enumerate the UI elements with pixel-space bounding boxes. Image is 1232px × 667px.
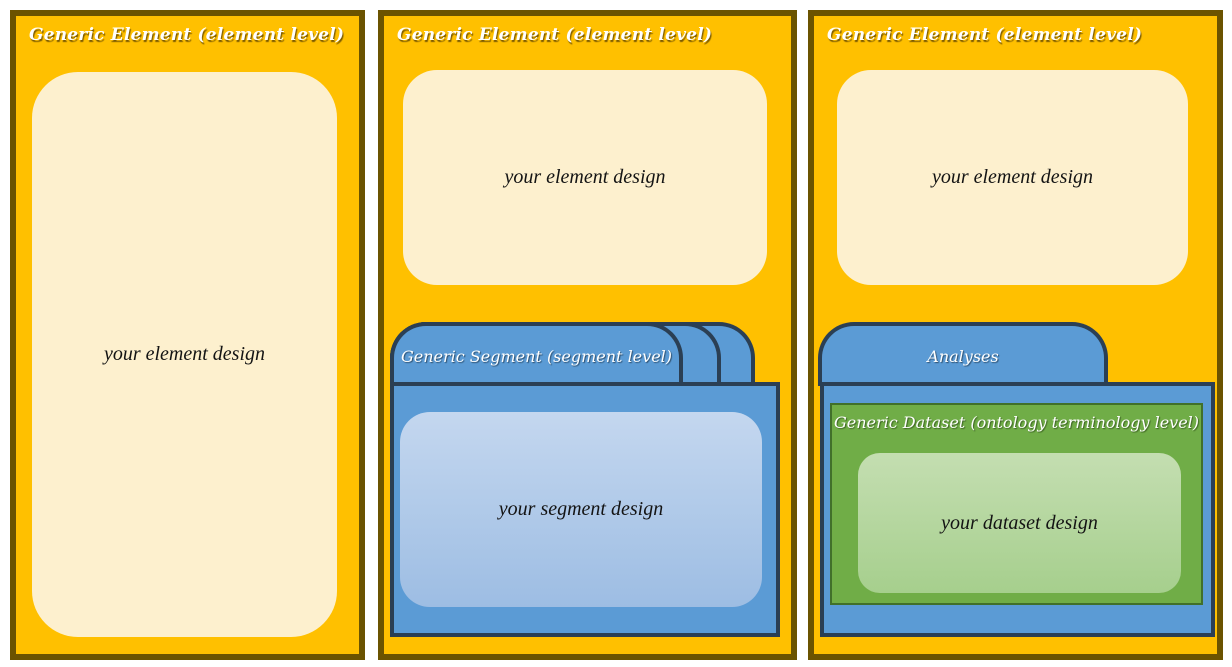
analyses-tab-label: Analyses — [927, 346, 999, 366]
element-design-area: your element design — [403, 70, 767, 285]
element-design-placeholder-label: your element design — [103, 343, 266, 365]
segment-design-area: your segment design — [400, 412, 762, 607]
dataset-design-placeholder-label: your dataset design — [941, 511, 1098, 534]
element-design-area: your element design — [837, 70, 1188, 285]
generic-dataset-box: Generic Dataset (ontology terminology le… — [830, 403, 1203, 605]
dataset-title: Generic Dataset (ontology terminology le… — [833, 413, 1200, 432]
dataset-design-area: your dataset design — [858, 453, 1181, 593]
analyses-body: Generic Dataset (ontology terminology le… — [820, 382, 1215, 637]
analyses-tab: Analyses — [818, 322, 1108, 386]
segment-tab-label: Generic Segment (segment level) — [400, 346, 673, 366]
segment-design-placeholder-label: your segment design — [498, 498, 664, 520]
element-design-placeholder-label: your element design — [931, 166, 1094, 188]
element-title: Generic Element (element level) — [29, 25, 345, 45]
generic-element-card-3: Generic Element (element level) your ele… — [808, 10, 1223, 660]
element-title: Generic Element (element level) — [397, 25, 713, 45]
generic-element-card-2: Generic Element (element level) your ele… — [378, 10, 797, 660]
segment-tab: Generic Segment (segment level) — [390, 322, 683, 386]
element-design-area: your element design — [32, 72, 337, 637]
generic-element-card-1: Generic Element (element level) your ele… — [10, 10, 365, 660]
element-design-placeholder-label: your element design — [504, 166, 666, 188]
element-title: Generic Element (element level) — [827, 25, 1143, 45]
segment-body: your segment design — [390, 382, 780, 637]
